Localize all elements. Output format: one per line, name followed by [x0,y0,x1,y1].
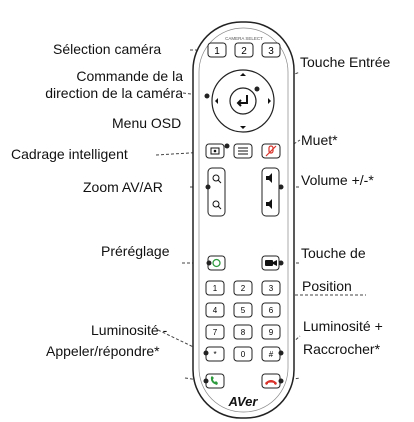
keypad-key-9-label: 9 [269,328,274,337]
brightness-plus-callout-dot [278,350,284,356]
label-brightness-minus: Luminosité - [91,322,168,338]
enter-callout-dot [254,86,260,92]
keypad-key-8-label: 8 [241,328,246,337]
label-direction-line2: direction de la caméra [45,85,183,101]
hangup-icon [265,380,277,385]
keypad-key-star-label: * [213,350,216,359]
camera-callout-dot [278,260,284,266]
keypad-key-0-label: 0 [241,350,246,359]
label-smart-framing: Cadrage intelligent [11,146,128,162]
keypad-key-1-label: 1 [213,284,218,293]
camera-select-caption: CAMERA SELECT [225,36,263,41]
label-mute: Muet* [301,132,338,148]
preset-callout-dot [206,260,212,266]
leader-brightness-minus [157,329,207,354]
phone-icon [210,376,218,385]
keypad-key-7-label: 7 [213,328,218,337]
keypad-key-4[interactable] [205,302,225,318]
label-camera-select: Sélection caméra [53,41,162,57]
enter-icon [236,95,248,107]
camera-select-buttons: 1 2 3 [207,42,281,58]
zoom-rocker[interactable] [207,167,226,217]
zoom-out-icon [212,200,222,210]
zoom-in-icon [212,174,222,184]
camera-button-2-label: 2 [241,46,247,57]
dpad-callout-dot [204,93,210,99]
keypad-key-2-label: 2 [241,284,246,293]
menu-icon [238,147,248,155]
keypad-key-hash-label: # [269,350,274,359]
preset-icon [212,258,221,268]
label-osd-menu: Menu OSD [112,115,182,131]
remote-inner-edge [198,27,289,413]
keypad-key-3[interactable] [261,280,281,296]
label-key-of: Touche de [301,245,366,261]
enter-button[interactable] [229,87,257,115]
keypad-key-6[interactable] [261,302,281,318]
arrow-right-icon[interactable] [268,98,271,104]
keypad-key-6-label: 6 [269,306,274,315]
camera-icon [265,260,277,266]
keypad-key-5[interactable] [233,302,253,318]
label-brightness-plus: Luminosité + [303,318,383,334]
leader-hangup [280,377,301,382]
label-direction-line1: Commande de la [76,68,183,84]
label-hang-up: Raccrocher* [303,341,381,357]
label-position: Position [302,278,352,294]
volume-callout-dot [278,184,284,190]
keypad-key-9[interactable] [261,324,281,340]
brightness-minus-callout-dot [203,350,209,356]
label-volume: Volume +/-* [301,172,374,188]
smart-frame-icon [210,147,220,155]
mic-muted-icon [265,145,277,157]
hangup-callout-dot [278,378,284,384]
keypad: 1 2 3 4 5 6 7 8 9 * 0 # [205,280,281,362]
keypad-key-8[interactable] [233,324,253,340]
keypad-key-7[interactable] [205,324,225,340]
camera-button-3-label: 3 [268,46,274,57]
label-enter-key: Touche Entrée [300,54,391,70]
camera-button-1[interactable] [207,42,227,58]
keypad-key-3-label: 3 [269,284,274,293]
camera-button-1-label: 1 [214,46,220,57]
arrow-left-icon[interactable] [215,98,218,104]
arrow-down-icon[interactable] [240,126,246,129]
keypad-key-5-label: 5 [241,306,246,315]
arrow-up-icon[interactable] [240,73,246,76]
keypad-key-0[interactable] [233,346,253,362]
label-preset: Préréglage [101,243,170,259]
volume-up-icon [266,173,272,183]
keypad-key-2[interactable] [233,280,253,296]
zoom-callout-dot [205,184,211,190]
camera-button-3[interactable] [261,42,281,58]
keypad-key-4-label: 4 [213,306,218,315]
camera-button-2[interactable] [234,42,254,58]
call-answer-button[interactable] [205,373,225,389]
remote-body [192,21,295,419]
label-call-answer: Appeler/répondre* [46,343,160,359]
keypad-key-1[interactable] [205,280,225,296]
call-callout-dot [203,378,209,384]
volume-down-icon [266,199,272,209]
brand-logo: AVer [228,394,259,409]
osd-callout-dot [224,143,230,149]
label-zoom: Zoom AV/AR [83,179,163,195]
